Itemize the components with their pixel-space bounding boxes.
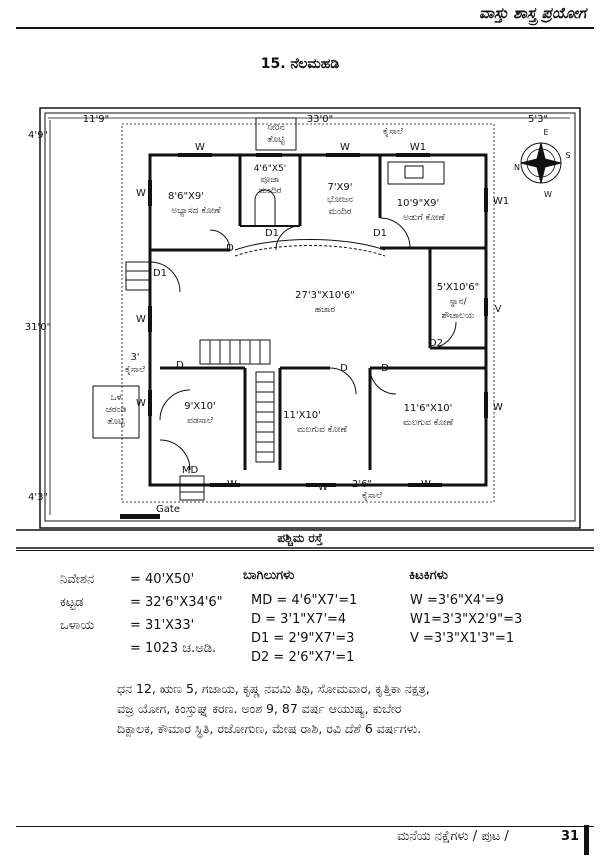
- study-name: ಅಭ್ಯಾಸದ ಕೋಣೆ: [171, 206, 221, 217]
- window-item: V =3'3"X1'3"=1: [410, 631, 515, 646]
- window-w-3: W: [136, 188, 146, 199]
- compass-e: E: [543, 128, 548, 137]
- bed2-name: ಮಲಗುವ ಕೋಣೆ: [403, 418, 454, 428]
- window-w-5: W: [136, 398, 146, 409]
- dim-top-mid: 33'0": [307, 114, 333, 125]
- road-label: ಪಶ್ಚಿಮ ರಸ್ತೆ: [277, 531, 323, 548]
- windows-list: W =3'6"X4'=9 W1=3'3"X2'9"=3 V =3'3"X1'3"…: [410, 591, 522, 648]
- window-w-9: W: [421, 479, 431, 490]
- well-label-1: ನೀರಿನ: [267, 123, 284, 133]
- spec-row: ನಿವೇಶನ= 40'X50': [60, 572, 195, 587]
- site-specs: ನಿವೇಶನ= 40'X50' ಕಟ್ಟಡ= 32'6"X34'6" ಒಳಾಯ=…: [60, 568, 223, 660]
- window-item: W1=3'3"X2'9"=3: [410, 612, 523, 627]
- door-d1-kitchen: D1: [373, 228, 387, 239]
- kitchen-size: 10'9"X9': [397, 198, 439, 209]
- window-v: V: [495, 304, 502, 315]
- door-item: MD = 4'6"X7'=1: [251, 593, 358, 608]
- plot-boundary-inner: [44, 112, 576, 522]
- garden-label-3: ತೊಟ್ಟಿ: [107, 417, 125, 427]
- compass-n: N: [514, 163, 520, 172]
- compass-w: W: [544, 190, 552, 199]
- gate-label: Gate: [156, 504, 180, 515]
- window-w1-1: W1: [410, 142, 426, 153]
- setback-line: [121, 123, 495, 503]
- floor-plan: 11'9" 33'0" 5'3" 4'9" 31'0" 4'3" 3' 2'6"…: [16, 107, 594, 549]
- kaisale-label-left: ಕೈಸಾಲೆ: [125, 365, 146, 375]
- dining-name-1: ಭೋಜನ: [327, 195, 353, 205]
- pooja-size: 4'6"X5': [254, 164, 286, 174]
- window-w-1: W: [195, 142, 205, 153]
- door-d1-pooja: D1: [265, 228, 279, 239]
- page-title: 15. ನೆಲಮಹಡಿ: [260, 56, 340, 72]
- compass-s: S: [565, 151, 570, 160]
- bath-size: 5'X10'6": [437, 282, 479, 293]
- kaisale-label-bot: ಕೈಸಾಲೆ: [362, 491, 383, 501]
- window-w-8: W: [318, 482, 328, 493]
- door-d-study: D: [226, 243, 234, 254]
- bed1-size: 11'X10': [283, 410, 321, 421]
- door-d-bed2: D: [381, 363, 389, 374]
- book-title: ವಾಸ್ತು ಶಾಸ್ತ್ರ ಪ್ರಯೋಗ: [479, 4, 586, 22]
- pooja-name-1: ಪೂಜಾ: [261, 175, 280, 185]
- dining-size: 7'X9': [327, 182, 352, 193]
- dim-left-top: 4'9": [28, 130, 48, 141]
- door-d2-bath: D2: [429, 338, 443, 349]
- spec-row: ಒಳಾಯ= 31'X33': [60, 618, 195, 633]
- door-d-verandah: D: [176, 360, 184, 371]
- header-rule: [16, 27, 594, 29]
- garden-label-1: ಒಳ: [111, 393, 122, 403]
- window-w-4: W: [136, 314, 146, 325]
- well-label-2: ತೊಟ್ಟಿ: [267, 135, 285, 145]
- kaisale-label-top: ಕೈಸಾಲೆ: [383, 127, 404, 137]
- dim-left-bot: 4'3": [28, 492, 48, 503]
- door-item: D1 = 2'9"X7'=3: [251, 631, 355, 646]
- footer-bar: [584, 825, 589, 855]
- window-w-2: W: [340, 142, 350, 153]
- dim-left-mid: 31'0": [25, 322, 51, 333]
- study-size: 8'6"X9': [168, 191, 204, 202]
- window-item: W =3'6"X4'=9: [410, 593, 504, 608]
- plot-boundary-outer: [39, 107, 581, 529]
- door-item: D2 = 2'6"X7'=1: [251, 650, 355, 665]
- verandah-name: ಪಡಸಾಲೆ: [187, 416, 213, 426]
- spec-row: = 1023 ಚ.ಅಡಿ.: [130, 641, 217, 656]
- dim-kaisale-left: 3': [130, 352, 139, 363]
- door-item: D = 3'1"X7'=4: [251, 612, 347, 627]
- dim-kaisale-bot: 2'6": [352, 479, 372, 490]
- bath-name-1: ಸ್ನಾನ/: [449, 297, 467, 307]
- window-w1-2: W1: [493, 196, 509, 207]
- door-md: MD: [182, 465, 199, 476]
- windows-heading: ಕಿಟಕಿಗಳು: [409, 568, 448, 583]
- footer-rule: [16, 826, 594, 827]
- bed1-name: ಮಲಗುವ ಕೋಣೆ: [297, 425, 348, 435]
- hall-name: ಹಜಾರ: [315, 305, 335, 315]
- hall-size: 27'3"X10'6": [295, 290, 355, 301]
- footer-text: ಮನೆಯ ನಕ್ಷೆಗಳು / ಪುಟ /: [397, 829, 509, 844]
- spec-row: ಕಟ್ಟಡ= 32'6"X34'6": [60, 595, 223, 610]
- door-d-bed1: D: [340, 363, 348, 374]
- bath-name-2: ಶೌಚಾಲಯ: [441, 311, 474, 321]
- verandah-size: 9'X10': [184, 401, 215, 412]
- dim-top-right: 5'3": [528, 114, 548, 125]
- doors-heading: ಬಾಗಿಲುಗಳು: [243, 568, 295, 583]
- door-d1-porch: D1: [153, 268, 167, 279]
- window-w-6: W: [493, 402, 503, 413]
- dim-top-left: 11'9": [83, 114, 109, 125]
- page-number: 31: [561, 829, 580, 844]
- kitchen-name: ಅಡುಗೆ ಕೋಣೆ: [403, 213, 446, 223]
- bed2-size: 11'6"X10': [404, 403, 453, 414]
- astro-text: ಧನ 12, ಋಣ 5, ಗಜಾಯ, ಕೃಷ್ಣ ನವಮಿ ತಿಥಿ, ಸೋಮವ…: [117, 681, 430, 736]
- dining-name-2: ಮಂದಿರ: [328, 207, 351, 217]
- doors-list: MD = 4'6"X7'=1 D = 3'1"X7'=4 D1 = 2'9"X7…: [251, 591, 357, 667]
- window-w-7: W: [227, 479, 237, 490]
- pooja-name-2: ಮಂದಿರ: [258, 186, 281, 196]
- garden-label-2: ಚರಂಡಿ: [106, 405, 127, 415]
- section-rule: [16, 550, 594, 551]
